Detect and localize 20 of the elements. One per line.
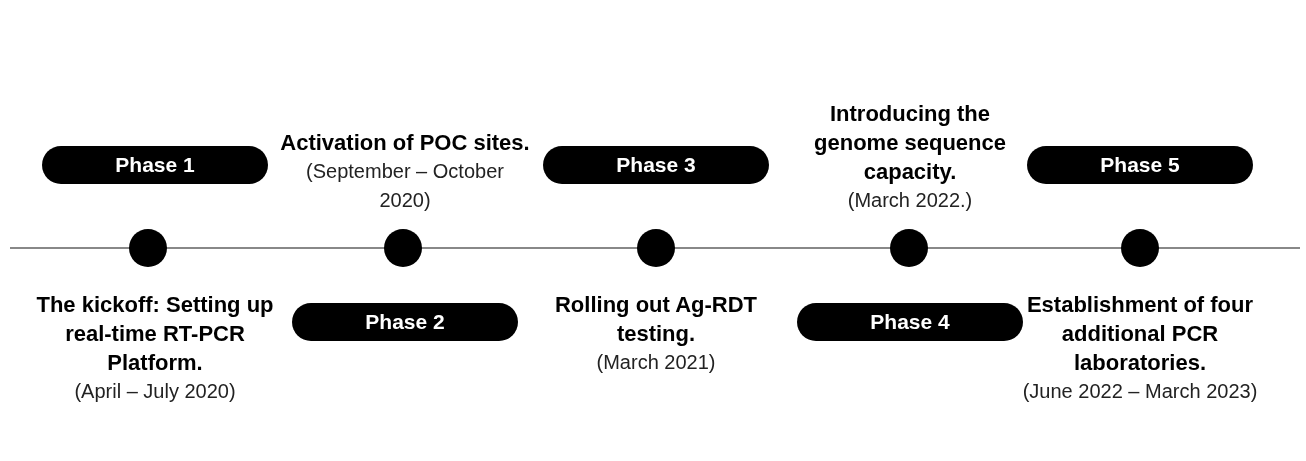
- phase-pill: Phase 4: [797, 303, 1023, 341]
- milestone-description: Establishment of four additional PCR laboratories.: [1025, 291, 1255, 377]
- milestone-description: Activation of POC sites.: [280, 129, 530, 157]
- milestone-description: Rolling out Ag-RDT testing.: [554, 291, 758, 348]
- milestone-date: (March 2021): [595, 350, 717, 375]
- timeline-dot: [129, 229, 167, 267]
- milestone-date: (September – October 2020): [305, 159, 505, 213]
- milestone-date: (June 2022 – March 2023): [1021, 379, 1259, 404]
- phase-pill: Phase 2: [292, 303, 518, 341]
- timeline-dot: [890, 229, 928, 267]
- timeline-dot: [384, 229, 422, 267]
- milestone-description: The kickoff: Setting up real-time RT-PCR Platform.: [35, 291, 275, 377]
- milestone-description: Introducing the genome sequence capacity.: [813, 100, 1007, 186]
- milestone-date: (April – July 2020): [73, 379, 237, 404]
- phase-pill: Phase 3: [543, 146, 769, 184]
- timeline-dot: [637, 229, 675, 267]
- milestone-date: (March 2022.): [846, 188, 974, 213]
- timeline-dot: [1121, 229, 1159, 267]
- phase-pill: Phase 5: [1027, 146, 1253, 184]
- phase-pill: Phase 1: [42, 146, 268, 184]
